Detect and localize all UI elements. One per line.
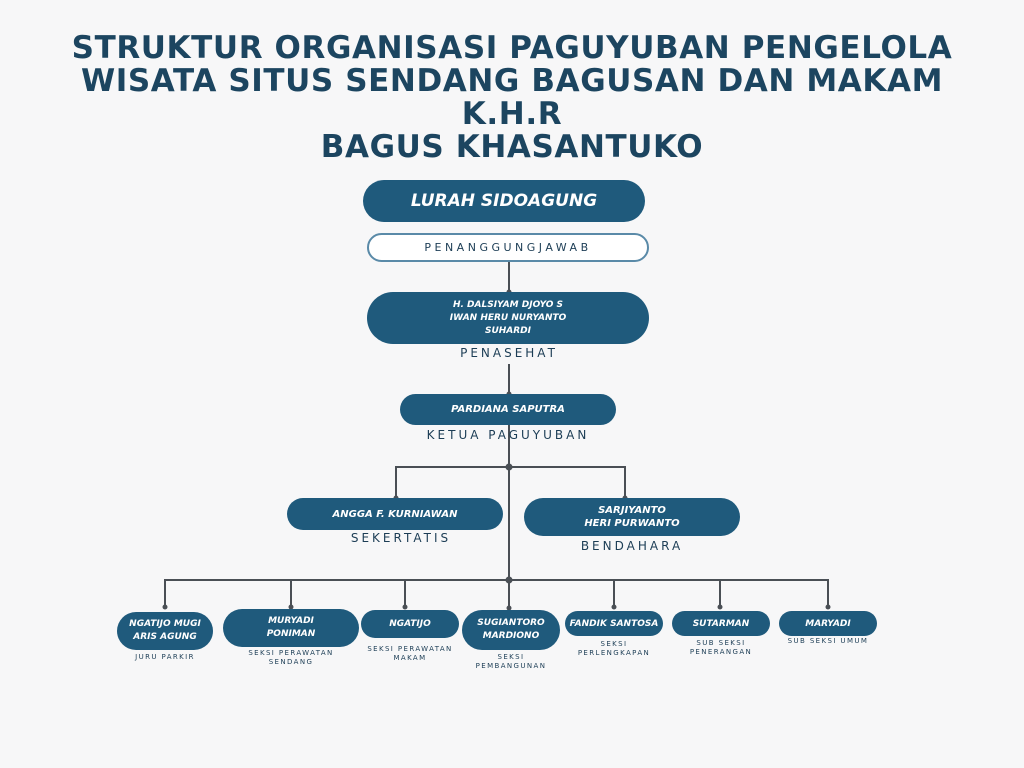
title-line-2: WISATA SITUS SENDANG BAGUSAN DAN MAKAM K… (80, 63, 944, 132)
section-1-name-2: ARIS AGUNG (133, 632, 197, 642)
advisor-name-1: H. DALSIYAM DJOYO S (452, 299, 564, 310)
section-role-perlengkapan: SEKSI PERLENGKAPAN (577, 640, 651, 657)
treasurer-box: SARJIYANTO HERI PURWANTO (524, 498, 740, 536)
advisor-name-3: SUHARDI (484, 325, 532, 336)
section-5-name-1: FANDIK SANTOSA (569, 618, 659, 629)
section-4-name-1: SUGIANTORO (477, 618, 545, 628)
advisors-role: PENASEHAT (460, 346, 558, 360)
connector-sections-bar (164, 579, 829, 607)
secretary-box: ANGGA F. KURNIAWAN (287, 498, 503, 530)
section-box-juru-parkir: NGATIJO MUGI ARIS AGUNG (117, 612, 213, 650)
section-role-umum: SUB SEKSI UMUM (787, 637, 869, 645)
section-box-umum: MARYADI (779, 611, 877, 636)
section-4-name-2: MARDIONO (482, 631, 540, 641)
penanggungjawab-box: PENANGGUNGJAWAB (367, 233, 649, 262)
secretary-role: SEKERTATIS (350, 531, 452, 545)
secretary-name: ANGGA F. KURNIAWAN (332, 508, 458, 520)
section-role-penerangan: SUB SEKSI PENERANGAN (689, 639, 753, 656)
section-2-name-2: PONIMAN (266, 629, 316, 639)
section-box-perlengkapan: FANDIK SANTOSA (565, 611, 663, 636)
section-3-name-1: NGATIJO (389, 619, 431, 629)
lurah-name: LURAH SIDOAGUNG (410, 191, 598, 211)
section-role-perawatan-makam: SEKSI PERAWATAN MAKAM (367, 645, 453, 662)
section-1-name-1: NGATIJO MUGI (129, 619, 201, 629)
connector-second-tier (395, 466, 626, 498)
section-role-juru-parkir: JURU PARKIR (135, 653, 195, 661)
section-box-perawatan-sendang: MURYADI PONIMAN (223, 609, 359, 647)
section-7-name-1: MARYADI (805, 618, 851, 629)
chair-box: PARDIANA SAPUTRA (400, 394, 616, 425)
section-role-pembangunan: SEKSI PEMBANGUNAN (475, 653, 547, 670)
page-title: STRUKTUR ORGANISASI PAGUYUBAN PENGELOLA … (40, 32, 984, 164)
penanggungjawab-label: PENANGGUNGJAWAB (424, 241, 592, 254)
chair-name: PARDIANA SAPUTRA (451, 404, 565, 415)
section-box-pembangunan: SUGIANTORO MARDIONO (462, 610, 560, 650)
advisors-box: H. DALSIYAM DJOYO S IWAN HERU NURYANTO S… (367, 292, 649, 344)
treasurer-name-1: SARJIYANTO (598, 505, 666, 516)
advisor-name-2: IWAN HERU NURYANTO (449, 312, 567, 323)
title-line-3: BAGUS KHASANTUKO (320, 129, 704, 165)
section-box-penerangan: SUTARMAN (672, 611, 770, 636)
section-2-name-1: MURYADI (268, 616, 314, 626)
section-box-perawatan-makam: NGATIJO (361, 610, 459, 638)
chair-role: KETUA PAGUYUBAN (426, 428, 590, 442)
section-6-name-1: SUTARMAN (692, 618, 750, 629)
treasurer-role: BENDAHARA (580, 539, 684, 553)
treasurer-name-2: HERI PURWANTO (584, 518, 680, 529)
title-line-1: STRUKTUR ORGANISASI PAGUYUBAN PENGELOLA (71, 30, 953, 66)
section-role-perawatan-sendang: SEKSI PERAWATAN SENDANG (248, 649, 334, 666)
lurah-box: LURAH SIDOAGUNG (363, 180, 645, 222)
